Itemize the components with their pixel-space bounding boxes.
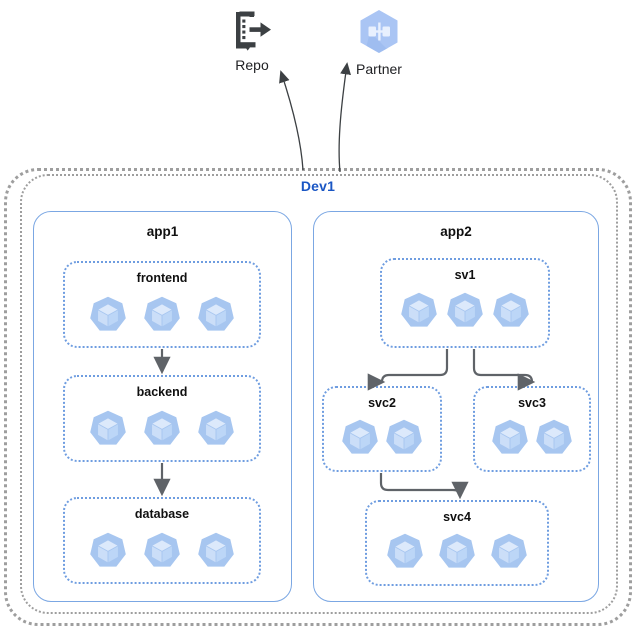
pod-icon[interactable] xyxy=(489,532,529,572)
pod-row-svc3 xyxy=(475,418,589,458)
service-box-database[interactable]: database xyxy=(63,497,261,584)
environment-outer-boundary xyxy=(4,168,632,626)
environment-title: Dev1 xyxy=(300,178,336,194)
pod-icon[interactable] xyxy=(340,418,380,458)
pod-icon[interactable] xyxy=(196,531,236,571)
service-box-svc2-label: svc2 xyxy=(368,396,396,410)
edge-dev1-to-partner xyxy=(338,62,351,173)
pod-row-backend xyxy=(65,409,259,449)
app-group-app2-label: app2 xyxy=(440,224,472,239)
service-box-svc4-label: svc4 xyxy=(443,510,471,524)
pod-icon[interactable] xyxy=(445,291,485,331)
pod-row-svc2 xyxy=(324,418,440,458)
pod-icon[interactable] xyxy=(196,409,236,449)
pod-icon[interactable] xyxy=(142,295,182,335)
pod-row-database xyxy=(65,531,259,571)
pod-icon[interactable] xyxy=(534,418,574,458)
service-box-svc3-label: svc3 xyxy=(518,396,546,410)
pod-row-frontend xyxy=(65,295,259,335)
repo-export-icon xyxy=(236,11,271,51)
app-group-app1[interactable]: app1 xyxy=(33,211,292,602)
pod-icon[interactable] xyxy=(196,295,236,335)
pod-icon[interactable] xyxy=(385,532,425,572)
external-node-repo[interactable]: Repo xyxy=(197,8,307,74)
pod-row-svc4 xyxy=(367,532,547,572)
environment-inner-boundary xyxy=(20,174,618,614)
partner-interconnect-icon xyxy=(360,10,398,53)
external-node-repo-label: Repo xyxy=(235,57,269,73)
pod-icon[interactable] xyxy=(142,531,182,571)
pod-icon[interactable] xyxy=(384,418,424,458)
service-box-frontend[interactable]: frontend xyxy=(63,261,261,348)
service-box-sv1-label: sv1 xyxy=(454,268,476,282)
external-node-partner-label: Partner xyxy=(356,61,402,77)
pod-icon[interactable] xyxy=(88,531,128,571)
pod-icon[interactable] xyxy=(491,291,531,331)
pod-icon[interactable] xyxy=(142,409,182,449)
service-box-database-label: database xyxy=(134,507,190,521)
pod-icon[interactable] xyxy=(490,418,530,458)
pod-icon[interactable] xyxy=(88,409,128,449)
edge-dev1-to-repo xyxy=(279,70,304,171)
app-group-app1-label: app1 xyxy=(146,224,179,239)
external-node-partner[interactable]: Partner xyxy=(324,8,434,78)
service-box-backend[interactable]: backend xyxy=(63,375,261,462)
service-box-sv1[interactable]: sv1 xyxy=(380,258,550,348)
service-box-frontend-label: frontend xyxy=(136,271,188,285)
service-box-svc2[interactable]: svc2 xyxy=(322,386,442,472)
pod-row-sv1 xyxy=(382,291,548,331)
pod-icon[interactable] xyxy=(88,295,128,335)
service-box-svc4[interactable]: svc4 xyxy=(365,500,549,586)
service-box-backend-label: backend xyxy=(136,385,188,399)
service-box-svc3[interactable]: svc3 xyxy=(473,386,591,472)
pod-icon[interactable] xyxy=(399,291,439,331)
pod-icon[interactable] xyxy=(437,532,477,572)
app-group-app2[interactable]: app2 xyxy=(313,211,599,602)
